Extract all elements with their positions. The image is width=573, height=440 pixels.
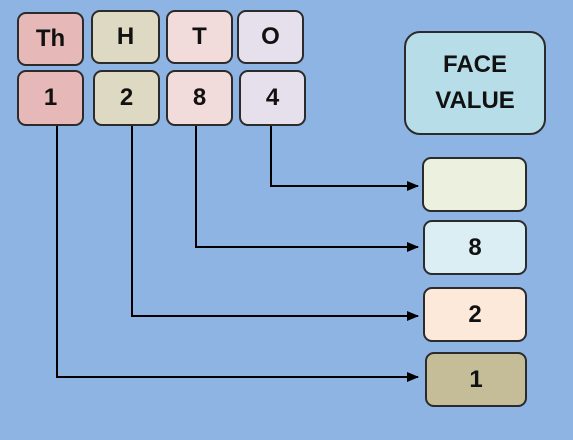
face-value-label-line1: FACE xyxy=(442,51,507,78)
digit-ones: 4 xyxy=(239,70,306,126)
answer-thousands-value: 1 xyxy=(469,365,483,393)
digit-tens-value: 8 xyxy=(192,84,207,111)
digit-thousands: 1 xyxy=(17,70,84,126)
answer-box-ones[interactable] xyxy=(422,157,527,212)
answer-box-hundreds[interactable]: 2 xyxy=(423,287,527,342)
answer-hundreds-value: 2 xyxy=(468,300,482,328)
face-value-label: FACE VALUE xyxy=(404,31,546,135)
place-header-thousands: Th xyxy=(17,12,84,66)
digit-hundreds: 2 xyxy=(93,70,160,126)
place-header-tens-label: T xyxy=(192,23,207,50)
connector-tens-to-answer xyxy=(195,126,419,252)
digit-ones-value: 4 xyxy=(265,84,280,111)
connector-thousands-to-answer xyxy=(56,126,419,382)
connector-ones-to-answer xyxy=(270,126,419,191)
place-header-thousands-label: Th xyxy=(35,25,66,52)
place-header-tens: T xyxy=(166,10,233,64)
place-header-hundreds-label: H xyxy=(116,23,135,50)
answer-box-tens[interactable]: 8 xyxy=(423,220,527,275)
digit-thousands-value: 1 xyxy=(43,84,58,111)
digit-hundreds-value: 2 xyxy=(119,84,134,111)
place-header-ones-label: O xyxy=(261,23,280,50)
answer-tens-value: 8 xyxy=(468,233,482,261)
digit-tens: 8 xyxy=(166,70,233,126)
face-value-label-line2: VALUE xyxy=(435,87,515,114)
connector-hundreds-to-answer xyxy=(131,126,419,321)
place-header-ones: O xyxy=(237,10,304,64)
answer-box-thousands[interactable]: 1 xyxy=(425,352,527,407)
place-header-hundreds: H xyxy=(91,10,160,64)
